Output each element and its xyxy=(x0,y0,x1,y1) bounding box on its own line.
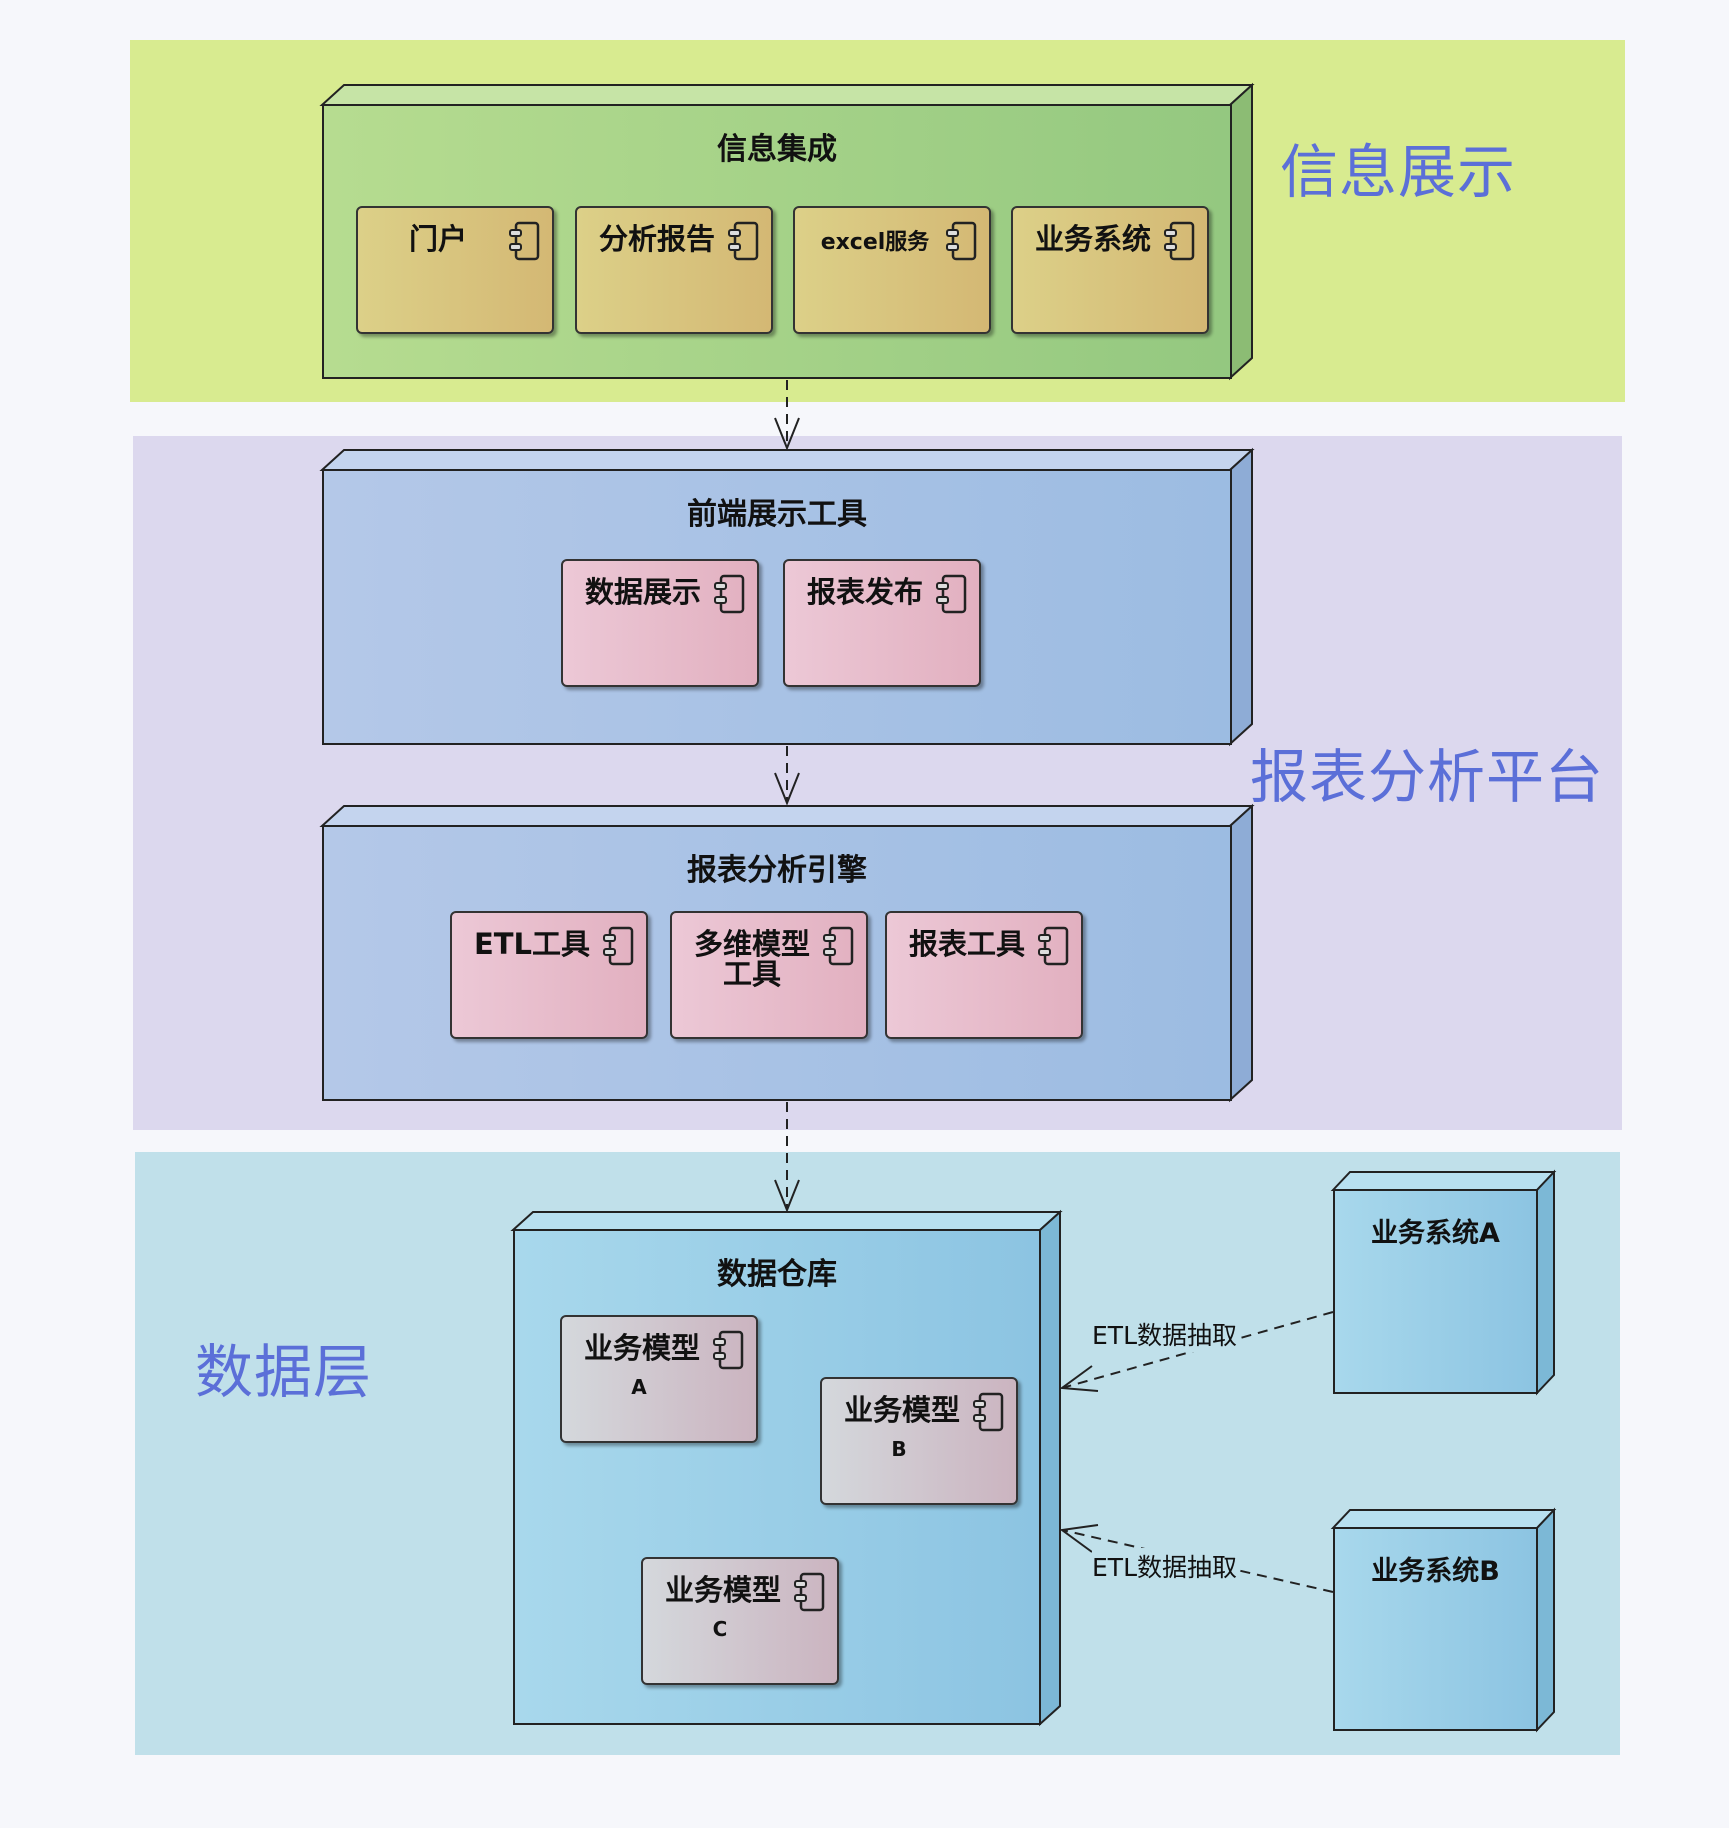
component-label: 业务模型 xyxy=(583,1331,700,1365)
component-icon xyxy=(794,1572,825,1612)
layer-label-report: 报表分析平台 xyxy=(1250,743,1605,811)
component-data-display[interactable]: 数据展示 xyxy=(561,559,759,687)
component-business-model-b[interactable]: 业务模型 B xyxy=(820,1377,1018,1505)
component-report-publish[interactable]: 报表发布 xyxy=(783,559,981,687)
component-label: 报表发布 xyxy=(806,575,923,609)
layer-label-info: 信息展示 xyxy=(1280,138,1517,206)
component-analysis-report[interactable]: 分析报告 xyxy=(575,206,773,334)
component-label: excel服务 xyxy=(820,230,930,255)
component-label: 数据展示 xyxy=(584,575,701,609)
component-sublabel: C xyxy=(712,1617,728,1641)
node-title: 报表分析引擎 xyxy=(687,853,867,888)
edge-label-etl-b: ETL数据抽取 xyxy=(1092,1548,1237,1584)
component-icon xyxy=(1038,926,1069,966)
node-title: 业务系统B xyxy=(1371,1556,1500,1587)
component-icon xyxy=(603,926,634,966)
node-title: 前端展示工具 xyxy=(687,497,867,532)
component-icon xyxy=(823,926,854,966)
component-label: 多维模型 工具 xyxy=(693,927,810,991)
component-icon xyxy=(946,221,977,261)
component-icon xyxy=(936,574,967,614)
layer-label-data: 数据层 xyxy=(195,1338,373,1406)
component-icon xyxy=(509,221,540,261)
component-sublabel: A xyxy=(631,1375,647,1399)
node-3d-system-b xyxy=(1330,1507,1557,1733)
edge-label-etl-a: ETL数据抽取 xyxy=(1092,1316,1237,1352)
component-business-system[interactable]: 业务系统 xyxy=(1011,206,1209,334)
component-label: 业务模型 xyxy=(664,1573,781,1607)
component-label: 门户 xyxy=(408,222,467,256)
component-icon xyxy=(714,574,745,614)
component-label: 分析报告 xyxy=(598,222,715,256)
node-3d-report-engine xyxy=(319,803,1255,1103)
component-business-model-c[interactable]: 业务模型 C xyxy=(641,1557,839,1685)
component-icon xyxy=(1164,221,1195,261)
component-label: 业务系统 xyxy=(1034,222,1151,256)
node-frontend-tools[interactable]: 前端展示工具 xyxy=(322,469,1232,745)
node-3d-info-integration xyxy=(319,82,1255,381)
component-label: ETL工具 xyxy=(473,927,591,961)
node-title: 数据仓库 xyxy=(717,1257,837,1292)
node-business-system-a[interactable]: 业务系统A xyxy=(1333,1189,1538,1394)
node-3d-warehouse xyxy=(510,1209,1063,1727)
component-icon xyxy=(713,1330,744,1370)
component-business-model-a[interactable]: 业务模型 A xyxy=(560,1315,758,1443)
node-business-system-b[interactable]: 业务系统B xyxy=(1333,1527,1538,1731)
component-report-tool[interactable]: 报表工具 xyxy=(885,911,1083,1039)
component-portal[interactable]: 门户 xyxy=(356,206,554,334)
component-label: 报表工具 xyxy=(908,927,1025,961)
component-label: 业务模型 xyxy=(843,1393,960,1427)
node-3d-frontend-tools xyxy=(319,447,1255,747)
component-icon xyxy=(973,1392,1004,1432)
node-title: 信息集成 xyxy=(717,132,837,167)
component-olap-tool[interactable]: 多维模型 工具 xyxy=(670,911,868,1039)
component-excel-service[interactable]: excel服务 xyxy=(793,206,991,334)
component-icon xyxy=(728,221,759,261)
node-title: 业务系统A xyxy=(1371,1218,1500,1249)
component-sublabel: B xyxy=(891,1437,907,1461)
component-etl-tool[interactable]: ETL工具 xyxy=(450,911,648,1039)
node-3d-system-a xyxy=(1330,1169,1557,1396)
